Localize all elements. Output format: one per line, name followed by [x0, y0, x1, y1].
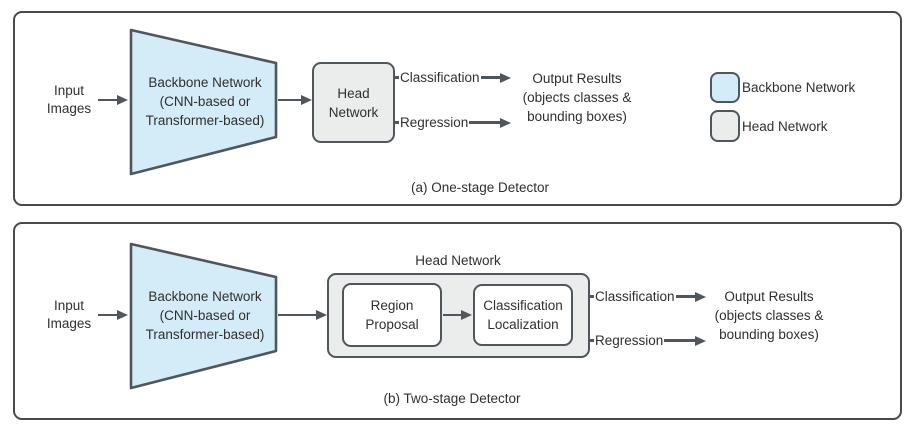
arrowhead-right-icon — [117, 310, 128, 320]
input-images-label-b: Input Images — [46, 298, 92, 331]
classification-label-b: Classification — [595, 289, 675, 304]
backbone-trapezoid-b — [129, 242, 278, 390]
backbone-trapezoid-shape — [129, 28, 278, 176]
arrow-input-to-backbone-b — [98, 309, 128, 321]
arrowhead-right-icon — [461, 310, 472, 320]
arrowhead-right-icon — [500, 72, 511, 83]
arrowhead-right-icon — [695, 291, 706, 302]
classification-arrow-b: Classification — [589, 287, 706, 306]
classification-label-a: Classification — [400, 70, 480, 85]
arrow-shaft — [278, 98, 301, 102]
head-network-title-b: Head Network — [415, 253, 501, 268]
connector-stub — [589, 295, 594, 298]
regression-label-b: Regression — [595, 333, 664, 348]
connector-line — [469, 121, 500, 124]
output-results-a: Output Results (objects classes & boundi… — [522, 71, 632, 124]
input-images-label-a: Input Images — [46, 83, 92, 116]
arrowhead-right-icon — [301, 95, 312, 105]
arrow-shaft — [98, 98, 117, 102]
classification-localization-box: Classification Localization — [473, 284, 573, 346]
connector-stub — [394, 76, 399, 79]
classification-arrow-a: Classification — [394, 68, 511, 87]
arrow-backbone-to-head-b — [278, 309, 327, 321]
head-network-box-a: Head Network — [312, 62, 395, 143]
arrow-input-to-backbone-a — [98, 94, 128, 106]
caption-one-stage: (a) One-stage Detector — [410, 180, 550, 195]
regression-arrow-b: Regression — [589, 331, 706, 350]
legend-head-swatch — [710, 110, 740, 142]
regression-label-a: Regression — [400, 115, 469, 130]
connector-stub — [589, 339, 594, 342]
connector-line — [480, 76, 500, 79]
arrow-backbone-to-head-a — [278, 94, 312, 106]
arrow-shaft — [278, 313, 316, 317]
legend-head-label: Head Network — [742, 119, 828, 134]
legend-backbone-label: Backbone Network — [742, 80, 856, 95]
connector-line — [675, 295, 695, 298]
arrow-region-to-classification — [443, 309, 472, 321]
caption-two-stage: (b) Two-stage Detector — [383, 391, 521, 406]
arrow-shaft — [443, 313, 461, 317]
backbone-label-b: Backbone Network (CNN-based or Transform… — [145, 289, 265, 342]
region-proposal-box: Region Proposal — [342, 283, 442, 347]
output-results-b: Output Results (objects classes & boundi… — [714, 289, 824, 342]
backbone-trapezoid-a — [129, 28, 278, 176]
regression-arrow-a: Regression — [394, 113, 511, 132]
arrowhead-right-icon — [500, 117, 511, 128]
connector-stub — [394, 121, 399, 124]
arrow-shaft — [98, 313, 117, 317]
connector-line — [664, 339, 695, 342]
backbone-label-a: Backbone Network (CNN-based or Transform… — [145, 75, 265, 128]
arrowhead-right-icon — [117, 95, 128, 105]
backbone-trapezoid-shape — [129, 242, 278, 390]
arrowhead-right-icon — [695, 335, 706, 346]
arrowhead-right-icon — [316, 310, 327, 320]
legend-backbone-swatch — [710, 72, 740, 103]
